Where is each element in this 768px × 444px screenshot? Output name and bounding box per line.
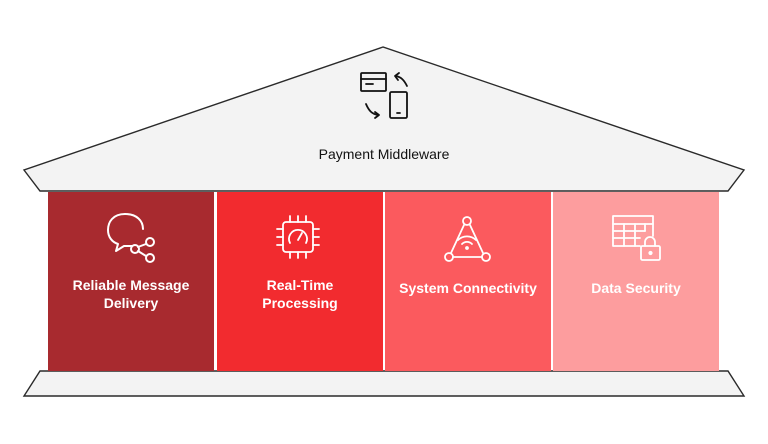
- pillar-label-system-connectivity: System Connectivity: [399, 280, 537, 296]
- pillar-data-security: [553, 192, 719, 371]
- roof-title: Payment Middleware: [318, 146, 450, 162]
- network-wifi-icon: [444, 216, 491, 262]
- pillar-label-reliable-message-delivery: Reliable Message Delivery: [72, 277, 190, 311]
- chip-gauge-icon: [276, 215, 320, 259]
- roof: [22, 46, 746, 192]
- base: [22, 370, 746, 397]
- table-lock-icon: [612, 215, 661, 261]
- pillar-reliable-message-delivery: [48, 192, 214, 371]
- message-share-icon: [107, 213, 155, 263]
- pillar-system-connectivity: [385, 192, 551, 371]
- payment-transfer-icon: [360, 72, 408, 119]
- pillar-label-real-time-processing: Real-Time Processing: [262, 277, 338, 311]
- pillar-label-data-security: Data Security: [591, 280, 681, 296]
